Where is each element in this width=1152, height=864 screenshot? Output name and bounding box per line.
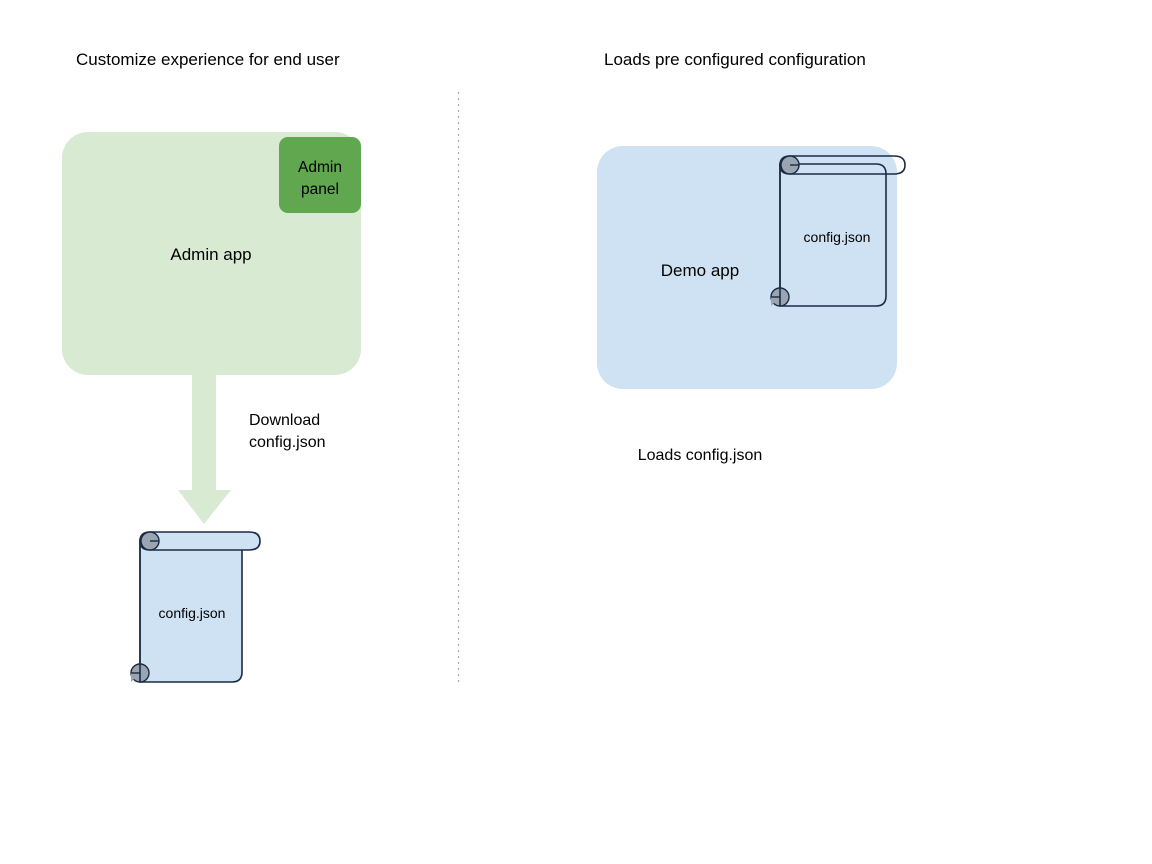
right-config-document[interactable]: config.json: [770, 155, 906, 307]
admin-panel-block[interactable]: Admin panel: [279, 137, 361, 213]
download-arrow: Download config.json: [178, 370, 326, 524]
scroll-roll-bottom-notch: [131, 673, 140, 682]
download-arrow-label-line1: Download: [249, 412, 320, 429]
admin-panel-background: [279, 137, 361, 213]
admin-panel-label-line1: Admin: [298, 159, 342, 176]
demo-app-card-background: [597, 146, 897, 389]
right-column-heading: Loads pre configured configuration: [604, 50, 866, 69]
download-arrow-label-line2: config.json: [249, 434, 326, 451]
download-arrow-shape: [178, 370, 231, 524]
left-config-document[interactable]: config.json: [130, 531, 261, 683]
admin-app-card-label: Admin app: [170, 245, 251, 264]
right-column-caption: Loads config.json: [638, 447, 763, 464]
admin-panel-label-line2: panel: [301, 181, 339, 198]
right-config-document-top-roll: [779, 155, 906, 175]
left-config-document-top-roll: [139, 531, 261, 551]
right-config-document-label: config.json: [804, 229, 871, 245]
admin-app-card[interactable]: Admin app Admin panel: [62, 132, 361, 375]
left-column-group: Customize experience for end user Admin …: [62, 50, 361, 683]
right-config-document-body: [779, 163, 887, 307]
demo-app-card[interactable]: Demo app config.json: [597, 146, 906, 389]
right-column-group: Loads pre configured configuration Demo …: [597, 50, 906, 464]
left-column-heading: Customize experience for end user: [76, 50, 340, 69]
scroll-roll-bottom-notch: [771, 297, 780, 306]
left-config-document-label: config.json: [159, 605, 226, 621]
demo-app-card-label: Demo app: [661, 261, 739, 280]
